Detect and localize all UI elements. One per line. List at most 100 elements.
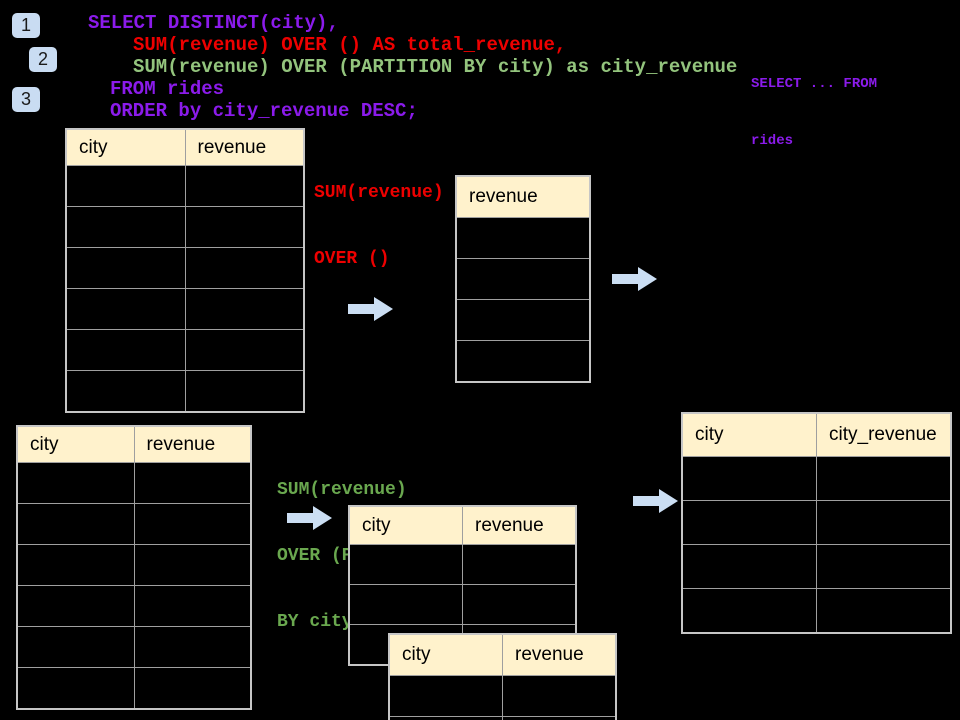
empty-cell — [16, 544, 135, 586]
empty-cell — [816, 544, 952, 589]
empty-cell — [16, 585, 135, 627]
table-row — [65, 370, 305, 413]
sql-line-from: FROM rides — [110, 78, 225, 100]
empty-cell — [502, 675, 617, 717]
empty-cell — [133, 544, 252, 586]
empty-cell — [65, 370, 186, 413]
empty-cell — [65, 247, 186, 289]
column-header: revenue — [133, 425, 252, 463]
table-row — [348, 584, 577, 625]
column-header: city — [388, 633, 503, 676]
column-header: city — [16, 425, 135, 463]
arrow-right-icon — [633, 489, 678, 513]
table-row — [455, 258, 591, 300]
table-row — [681, 544, 952, 589]
empty-cell — [16, 667, 135, 710]
column-header: revenue — [462, 505, 577, 545]
arrow-right-icon — [612, 267, 657, 291]
empty-cell — [816, 500, 952, 545]
empty-cell — [455, 299, 591, 341]
empty-cell — [348, 584, 463, 625]
step-badge-1-label: 1 — [20, 15, 31, 35]
step-badge-3: 3 — [12, 87, 40, 112]
column-header: revenue — [455, 175, 591, 218]
empty-cell — [16, 503, 135, 545]
empty-cell — [681, 456, 817, 501]
table-row — [16, 462, 252, 504]
empty-cell — [681, 544, 817, 589]
empty-cell — [133, 667, 252, 710]
table-row — [65, 206, 305, 248]
empty-cell — [462, 584, 577, 625]
total-revenue-table: revenue — [455, 175, 591, 383]
empty-cell — [816, 456, 952, 501]
empty-cell — [462, 544, 577, 585]
column-header: revenue — [184, 128, 305, 166]
empty-cell — [681, 588, 817, 634]
empty-cell — [681, 500, 817, 545]
step-badge-3-label: 3 — [20, 89, 31, 109]
annotation-total-line1: SUM(revenue) — [314, 183, 444, 203]
empty-cell — [388, 675, 503, 717]
table-row — [681, 500, 952, 545]
empty-cell — [816, 588, 952, 634]
side-note-line2: rides — [751, 133, 794, 149]
sql-line-select: SELECT DISTINCT(city), — [88, 12, 339, 34]
column-header: city_revenue — [816, 412, 952, 457]
empty-cell — [65, 206, 186, 248]
column-header: city — [681, 412, 817, 457]
sql-line-partition: SUM(revenue) OVER (PARTITION BY city) as… — [133, 56, 738, 78]
table-row — [16, 544, 252, 586]
empty-cell — [184, 206, 305, 248]
sql-line-order: ORDER by city_revenue DESC; — [110, 100, 418, 122]
side-note: SELECT ... FROM rides — [751, 37, 877, 189]
step-badge-2-label: 2 — [37, 49, 48, 69]
table-row — [65, 288, 305, 330]
table-row — [65, 329, 305, 371]
column-header: city — [348, 505, 463, 545]
empty-cell — [388, 716, 503, 720]
empty-cell — [133, 585, 252, 627]
table-row — [16, 585, 252, 627]
table-row — [388, 716, 617, 720]
annotation-total-revenue: SUM(revenue) OVER () — [314, 138, 444, 314]
empty-cell — [16, 626, 135, 668]
empty-cell — [184, 165, 305, 207]
empty-cell — [133, 503, 252, 545]
empty-cell — [65, 329, 186, 371]
empty-cell — [133, 626, 252, 668]
table-row — [65, 165, 305, 207]
table-row — [388, 675, 617, 717]
table-row — [455, 217, 591, 259]
annotation-partition-line1: SUM(revenue) — [277, 480, 407, 500]
sql-line-total: SUM(revenue) OVER () AS total_revenue, — [133, 34, 567, 56]
header-row: revenue — [455, 175, 591, 218]
empty-cell — [502, 716, 617, 720]
annotation-total-line2: OVER () — [314, 249, 390, 269]
table-row — [681, 456, 952, 501]
table: revenue — [455, 175, 591, 383]
empty-cell — [16, 462, 135, 504]
table-row — [16, 503, 252, 545]
empty-cell — [348, 544, 463, 585]
empty-cell — [184, 247, 305, 289]
arrow-right-icon — [287, 506, 332, 530]
table-row — [681, 588, 952, 634]
empty-cell — [184, 288, 305, 330]
column-header: city — [65, 128, 186, 166]
empty-cell — [65, 165, 186, 207]
empty-cell — [455, 340, 591, 383]
empty-cell — [455, 258, 591, 300]
